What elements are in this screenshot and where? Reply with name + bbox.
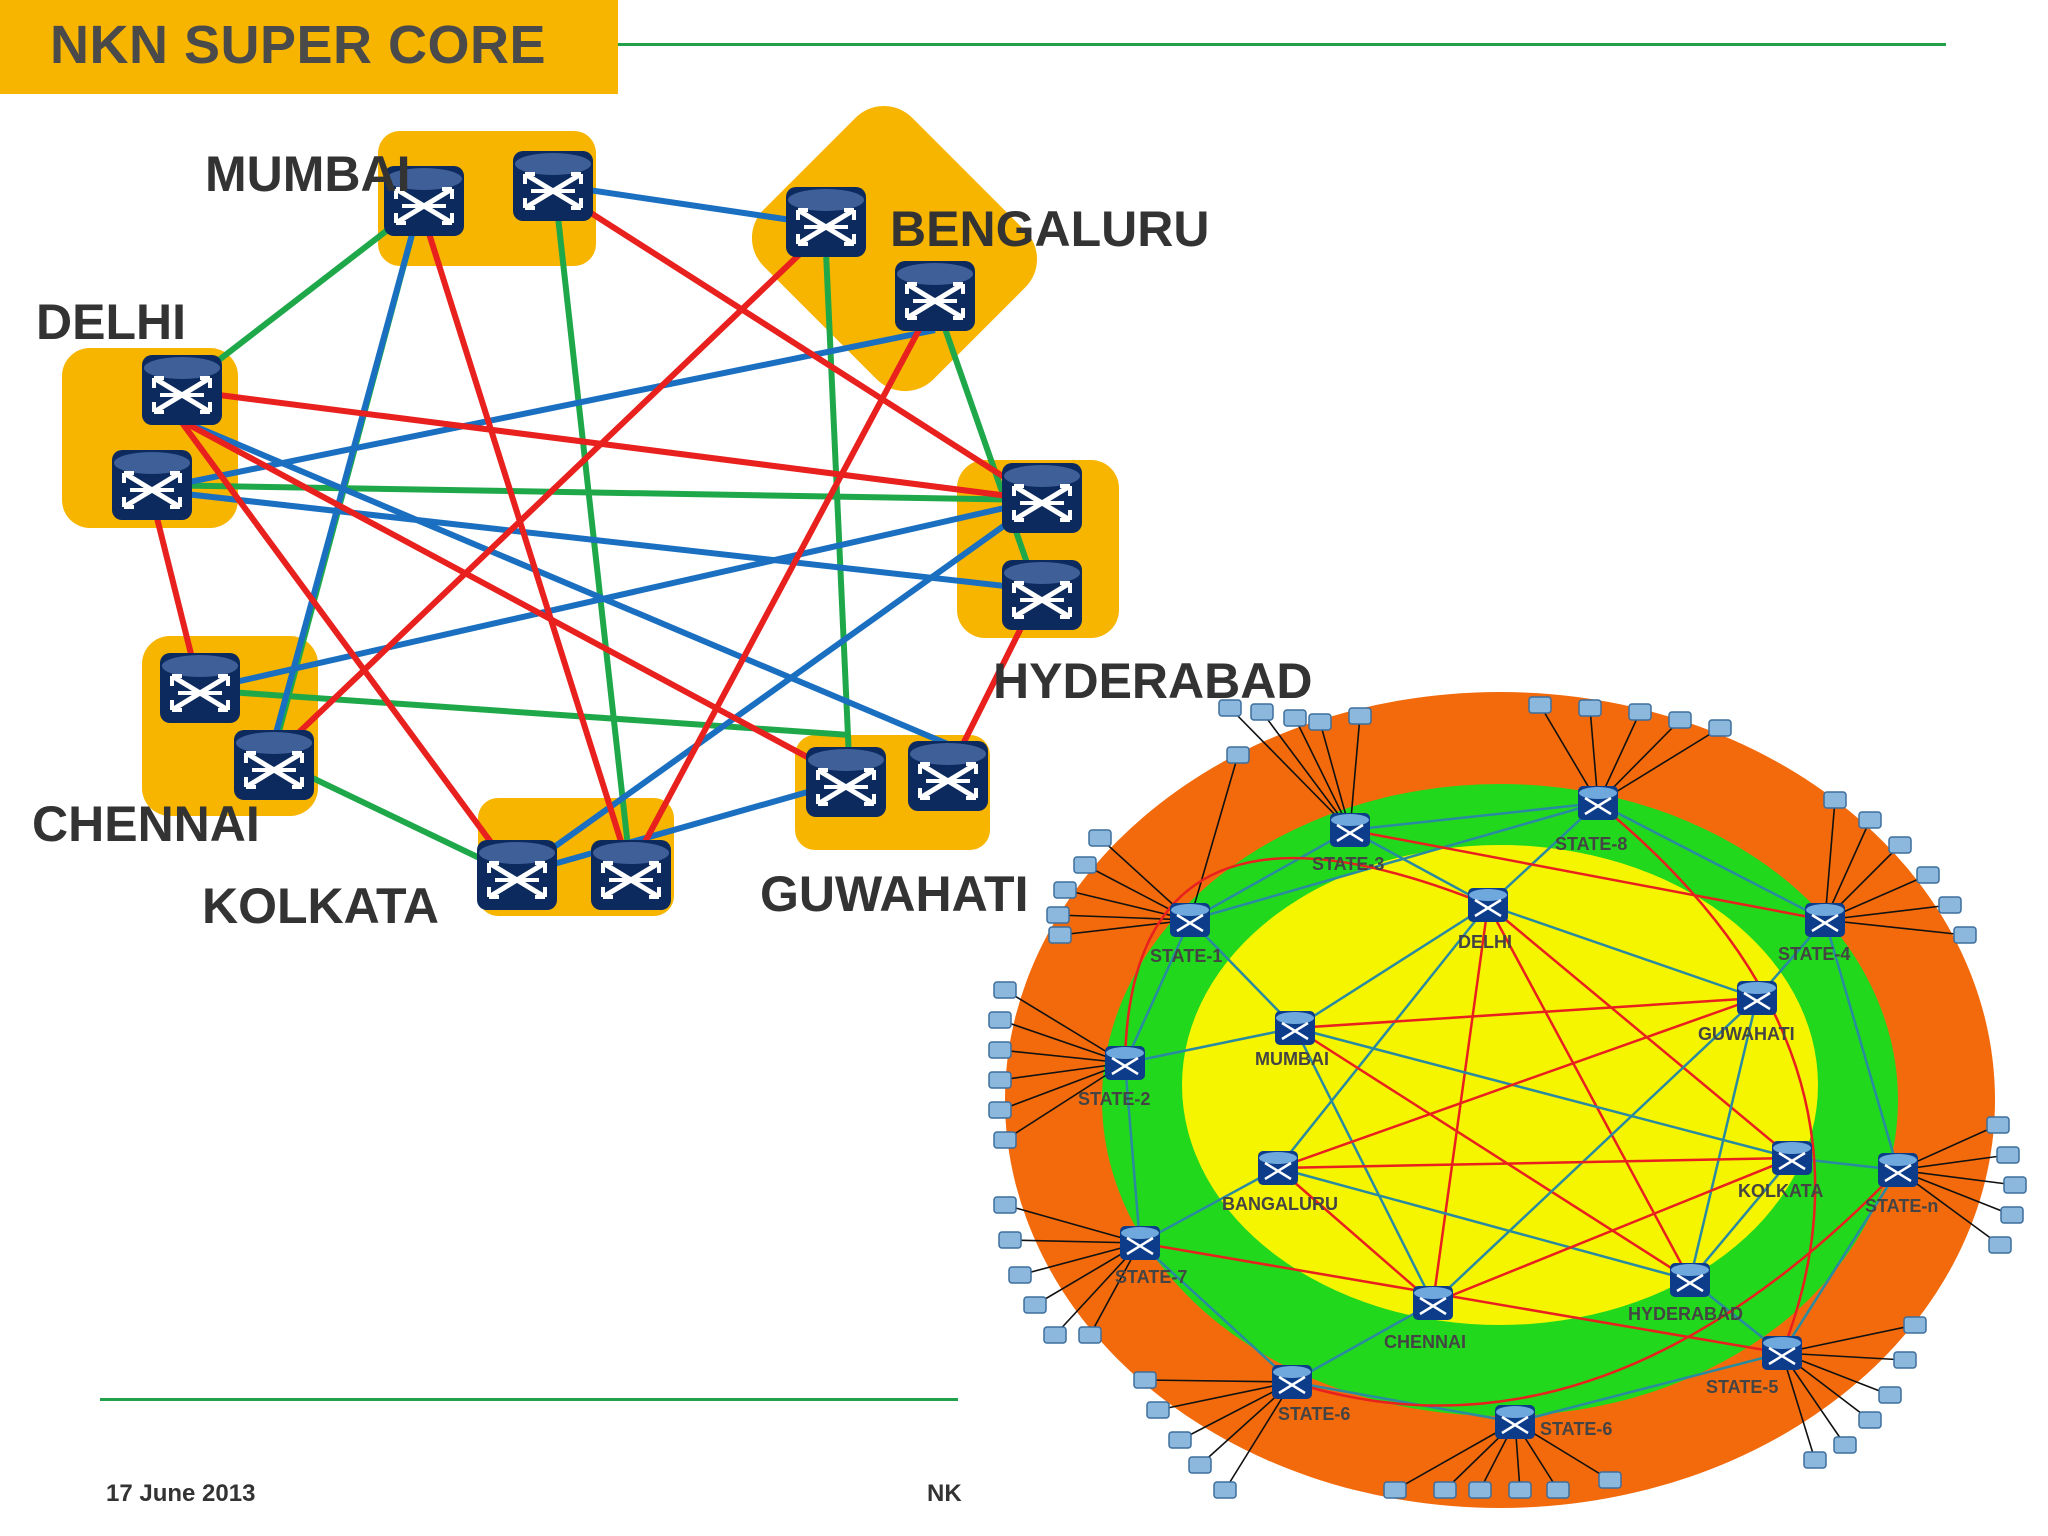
svg-text:STATE-5: STATE-5: [1706, 1377, 1778, 1397]
ring-label-chennai: CHENNAI: [1384, 1332, 1466, 1352]
svg-text:STATE-6: STATE-6: [1278, 1404, 1350, 1424]
svg-text:STATE-2: STATE-2: [1078, 1089, 1150, 1109]
svg-text:STATE-1: STATE-1: [1150, 946, 1222, 966]
label-delhi: DELHI: [36, 294, 186, 350]
label-chennai: CHENNAI: [32, 796, 260, 852]
svg-text:STATE-7: STATE-7: [1115, 1267, 1187, 1287]
title-banner: NKN SUPER CORE: [0, 0, 618, 94]
router-hyderabad-1: [1002, 463, 1082, 533]
label-guwahati: GUWAHATI: [760, 866, 1029, 922]
top-divider: [618, 43, 1946, 46]
router-chennai-2: [234, 730, 314, 800]
bottom-divider: [100, 1398, 958, 1401]
router-mumbai-2: [513, 151, 593, 221]
label-mumbai: MUMBAI: [205, 146, 411, 202]
core-mesh-diagram: [62, 106, 1119, 916]
label-bengaluru: BENGALURU: [890, 201, 1210, 257]
router-kolkata-1: [477, 840, 557, 910]
svg-text:STATE-4: STATE-4: [1778, 944, 1850, 964]
router-guwahati-2: [908, 741, 988, 811]
label-hyderabad: HYDERABAD: [993, 653, 1313, 709]
ring-label-delhi: DELHI: [1458, 932, 1512, 952]
ring-label-bangaluru: BANGALURU: [1222, 1194, 1338, 1214]
router-hyderabad-2: [1002, 560, 1082, 630]
label-kolkata: KOLKATA: [202, 878, 439, 934]
router-guwahati-1: [806, 747, 886, 817]
svg-text:STATE-6: STATE-6: [1540, 1419, 1612, 1439]
svg-text:STATE-3: STATE-3: [1312, 854, 1384, 874]
router-delhi-2: [112, 450, 192, 520]
router-delhi-1: [142, 355, 222, 425]
slide-title: NKN SUPER CORE: [50, 15, 547, 75]
router-bengaluru-2: [895, 261, 975, 331]
footer-date: 17 June 2013: [106, 1480, 256, 1507]
router-chennai-1: [160, 653, 240, 723]
svg-text:STATE-8: STATE-8: [1555, 834, 1627, 854]
ring-label-mumbai: MUMBAI: [1255, 1049, 1329, 1069]
router-kolkata-2: [591, 840, 671, 910]
mesh-links: [147, 182, 1043, 878]
router-bengaluru-1: [786, 187, 866, 257]
svg-text:STATE-n: STATE-n: [1865, 1196, 1938, 1216]
ring-label-kolkata: KOLKATA: [1738, 1181, 1823, 1201]
footer-org: NK: [927, 1480, 962, 1507]
ring-label-hyderabad: HYDERABAD: [1628, 1304, 1743, 1324]
ring-label-guwahati: GUWAHATI: [1698, 1024, 1795, 1044]
